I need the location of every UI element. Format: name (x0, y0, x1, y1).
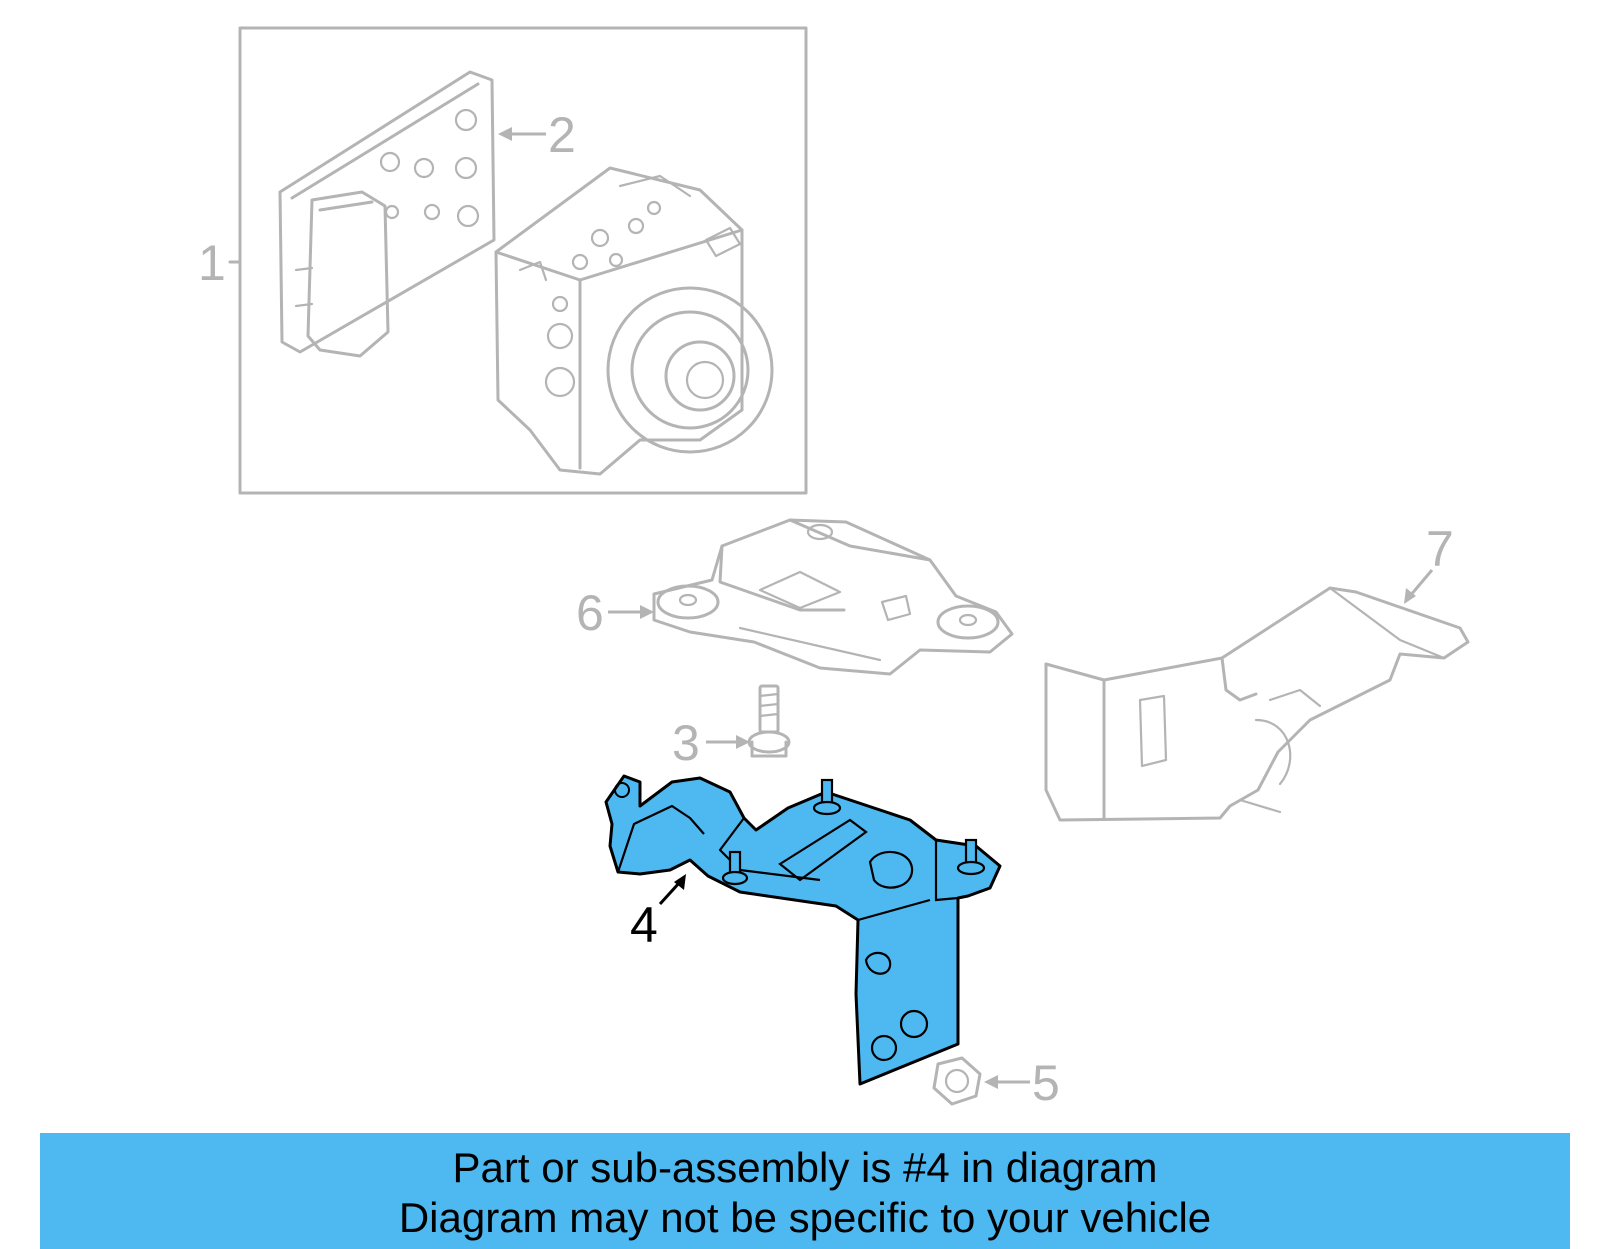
callout-5: 5 (1032, 1055, 1060, 1111)
banner-line-2: Diagram may not be specific to your vehi… (398, 1194, 1212, 1241)
part-7-body-bracket[interactable] (1044, 586, 1470, 822)
callout-1: 1 (198, 235, 226, 291)
banner-line-1: Part or sub-assembly is #4 in diagram (452, 1144, 1158, 1191)
part-2-control-module[interactable] (278, 70, 496, 358)
info-banner: Part or sub-assembly is #4 in diagram Di… (40, 1133, 1570, 1249)
callout-6: 6 (576, 585, 604, 641)
part-1-assembly-box (228, 26, 808, 495)
part-3-bolt[interactable] (747, 684, 791, 758)
part-6-mounting-plate[interactable] (652, 518, 1014, 676)
callout-7: 7 (1426, 521, 1454, 577)
part-4-bracket-highlighted[interactable] (604, 774, 1002, 1086)
abs-hydraulic-unit (494, 166, 774, 476)
leader-arrows (498, 127, 1434, 1089)
callout-4: 4 (630, 897, 658, 953)
callout-3: 3 (672, 715, 700, 771)
callout-2: 2 (548, 107, 576, 163)
part-5-nut[interactable] (932, 1056, 982, 1106)
